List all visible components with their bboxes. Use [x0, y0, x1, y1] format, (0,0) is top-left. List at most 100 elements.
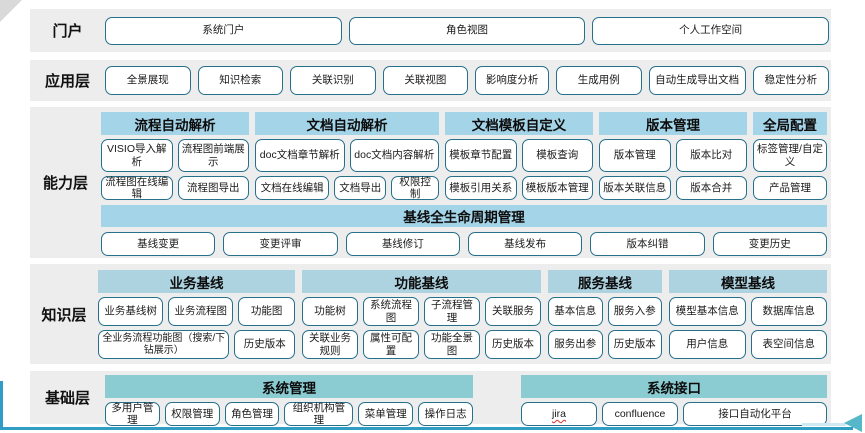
item-button[interactable]: 业务基线树	[98, 297, 164, 326]
group-title: 模型基线	[669, 270, 827, 293]
item-button[interactable]: 属性可配置	[363, 330, 419, 359]
item-button[interactable]: 关联服务	[485, 297, 541, 326]
item-button[interactable]: 功能图	[238, 297, 295, 326]
item-button[interactable]: 模板查询	[521, 139, 593, 172]
item-button[interactable]: 模型基本信息	[669, 297, 746, 326]
item-button[interactable]: 业务流程图	[168, 297, 234, 326]
item-button[interactable]: 文档导出	[334, 176, 387, 200]
group-title: 文档模板自定义	[445, 112, 593, 135]
item-button[interactable]: 模板引用关系	[445, 176, 517, 200]
layer-portal: 门户 系统门户角色视图个人工作空间	[30, 9, 831, 52]
item-button[interactable]: 产品管理	[753, 176, 827, 200]
group-title: 全局配置	[753, 112, 827, 135]
item-button[interactable]: 标签管理/自定义	[753, 139, 827, 172]
group-row: 模型基本信息数据库信息	[669, 297, 827, 326]
layer-label-capability: 能力层	[42, 175, 88, 192]
item-button[interactable]: 服务出参	[548, 330, 603, 359]
item-button[interactable]: 历史版本	[234, 330, 295, 359]
group-row: 文档在线编辑文档导出权限控制	[255, 176, 439, 200]
item-button[interactable]: 知识检索	[197, 66, 284, 95]
item-button[interactable]: 变更评审	[223, 232, 338, 256]
item-button[interactable]: 历史版本	[485, 330, 541, 359]
item-button[interactable]: 操作日志	[418, 402, 474, 426]
group-title: 服务基线	[548, 270, 662, 293]
layer-application: 应用层 全景展现知识检索关联识别关联视图影响度分析生成用例自动生成导出文档稳定性…	[30, 60, 831, 101]
item-button[interactable]: confluence	[602, 402, 678, 426]
item-button[interactable]: 版本关联信息	[599, 176, 671, 200]
item-button[interactable]: 多用户管理	[105, 402, 160, 426]
item-button[interactable]: 关联视图	[382, 66, 469, 95]
group-title: 流程自动解析	[101, 112, 249, 135]
item-button[interactable]: 流程图在线编辑	[101, 176, 173, 200]
item-button[interactable]: doc文档章节解析	[255, 139, 345, 172]
item-button[interactable]: 生成用例	[556, 66, 642, 95]
item-button[interactable]: 文档在线编辑	[255, 176, 330, 200]
knowledge-groups: 业务基线业务基线树业务流程图功能图全业务流程功能图（搜索/下钻展示）历史版本功能…	[98, 270, 827, 359]
item-button[interactable]: 版本合并	[675, 176, 747, 200]
item-button[interactable]: 组织机构管理	[284, 402, 354, 426]
arrow-line	[802, 423, 846, 426]
item-button[interactable]: 全业务流程功能图（搜索/下钻展示）	[98, 330, 230, 359]
item-button[interactable]: 流程图导出	[177, 176, 249, 200]
item-button[interactable]: 基本信息	[548, 297, 603, 326]
corner-fold-decoration	[0, 0, 22, 22]
item-button[interactable]: 子流程管理	[424, 297, 480, 326]
item-button[interactable]: 关联识别	[290, 66, 376, 95]
item-button[interactable]: 基线变更	[101, 232, 216, 256]
item-button[interactable]: 角色管理	[224, 402, 280, 426]
item-button[interactable]: 系统流程图	[363, 297, 419, 326]
group-row: 模板引用关系模板版本管理	[445, 176, 593, 200]
item-button[interactable]: 自动生成导出文档	[648, 66, 746, 95]
group-row: 全业务流程功能图（搜索/下钻展示）历史版本	[98, 330, 295, 359]
item-button[interactable]: VISIO导入解析	[101, 139, 173, 172]
group-row: 业务基线树业务流程图功能图	[98, 297, 295, 326]
item-button[interactable]: 角色视图	[348, 16, 586, 45]
item-button[interactable]: 接口自动化平台	[683, 402, 827, 426]
item-button[interactable]: 权限管理	[164, 402, 220, 426]
group-row: 用户信息表空间信息	[669, 330, 827, 359]
item-button[interactable]: 流程图前端展示	[177, 139, 249, 172]
item-button[interactable]: 菜单管理	[358, 402, 414, 426]
item-button[interactable]: 变更历史	[712, 232, 827, 256]
item-button[interactable]: 版本比对	[675, 139, 747, 172]
item-button[interactable]: 基线发布	[467, 232, 583, 256]
item-button[interactable]: 版本管理	[599, 139, 671, 172]
item-button[interactable]: 权限控制	[391, 176, 439, 200]
group-title: 文档自动解析	[255, 112, 439, 135]
item-button[interactable]: 历史版本	[607, 330, 662, 359]
item-button[interactable]: 版本纠错	[590, 232, 705, 256]
item-button[interactable]: 个人工作空间	[592, 16, 830, 45]
group-title: 系统接口	[521, 375, 827, 398]
item-button[interactable]: 数据库信息	[750, 297, 827, 326]
item-button[interactable]: 模板章节配置	[445, 139, 517, 172]
item-button[interactable]: 模板版本管理	[521, 176, 593, 200]
item-button[interactable]: 影响度分析	[475, 66, 550, 95]
item-button[interactable]: 关联业务规则	[302, 330, 358, 359]
group: 版本管理版本管理版本比对版本关联信息版本合并	[599, 112, 747, 200]
layer-label-portal: 门户	[52, 23, 83, 40]
item-button[interactable]: jira	[521, 402, 597, 426]
group-row: 产品管理	[753, 176, 827, 200]
item-button[interactable]: 服务入参	[607, 297, 662, 326]
item-button[interactable]: 系统门户	[105, 16, 342, 45]
item-button[interactable]: 表空间信息	[750, 330, 827, 359]
group-row: 基本信息服务入参	[548, 297, 662, 326]
item-button[interactable]: 功能树	[302, 297, 358, 326]
item-button[interactable]: 全景展现	[105, 66, 191, 95]
group-title: 功能基线	[302, 270, 541, 293]
group-row: 标签管理/自定义	[753, 139, 827, 172]
item-button[interactable]: 稳定性分析	[752, 66, 829, 95]
layer-label-application: 应用层	[44, 73, 90, 90]
item-button[interactable]: 用户信息	[669, 330, 746, 359]
baseline-items-row: 基线变更变更评审基线修订基线发布版本纠错变更历史	[101, 232, 827, 256]
item-button[interactable]: doc文档内容解析	[349, 139, 439, 172]
group-row: VISIO导入解析流程图前端展示	[101, 139, 249, 172]
item-button[interactable]: 功能全景图	[424, 330, 480, 359]
item-button[interactable]: 基线修订	[345, 232, 460, 256]
group-row: 流程图在线编辑流程图导出	[101, 176, 249, 200]
